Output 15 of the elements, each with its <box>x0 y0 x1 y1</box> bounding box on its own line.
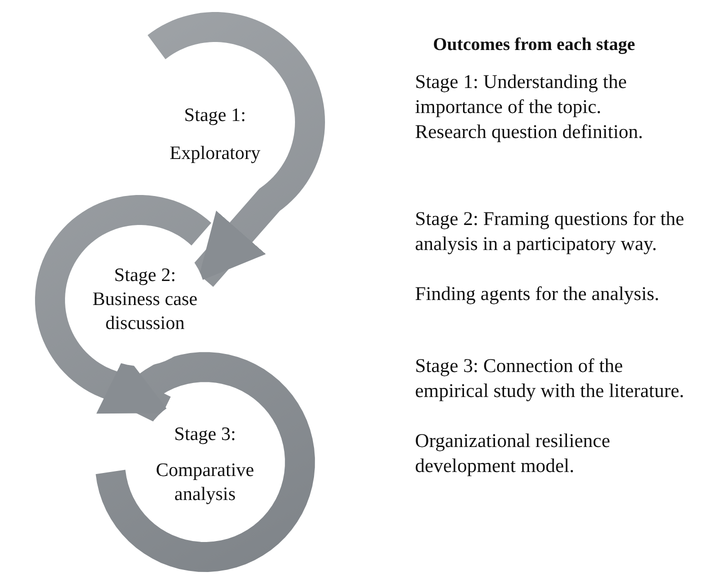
stage-heading: Stage 2: <box>114 264 176 288</box>
outcome-text: Organizational resilience development model. <box>415 430 612 479</box>
stage-name: Business case discussion <box>91 288 198 336</box>
panel-heading: Outcomes from each stage <box>433 34 636 55</box>
circular-arrow <box>146 12 325 287</box>
stage-heading: Stage 1: <box>184 104 246 128</box>
stage-heading: Stage 3: <box>174 423 236 447</box>
circular-arrow <box>35 195 212 424</box>
outcome-text: Research question definition. <box>415 121 644 145</box>
outcome-text: Stage 2: Framing questions for the analysis in a participatory way. <box>415 208 686 257</box>
outcome-text: Stage 1: Understanding the importance of the topic. <box>415 71 628 120</box>
outcome-text: Finding agents for the analysis. <box>415 283 660 307</box>
outcome-text: Stage 3: Connection of the empirical study with the literature. <box>415 355 686 404</box>
stage-name: Comparative analysis <box>154 459 256 507</box>
stage-name: Exploratory <box>170 142 260 166</box>
